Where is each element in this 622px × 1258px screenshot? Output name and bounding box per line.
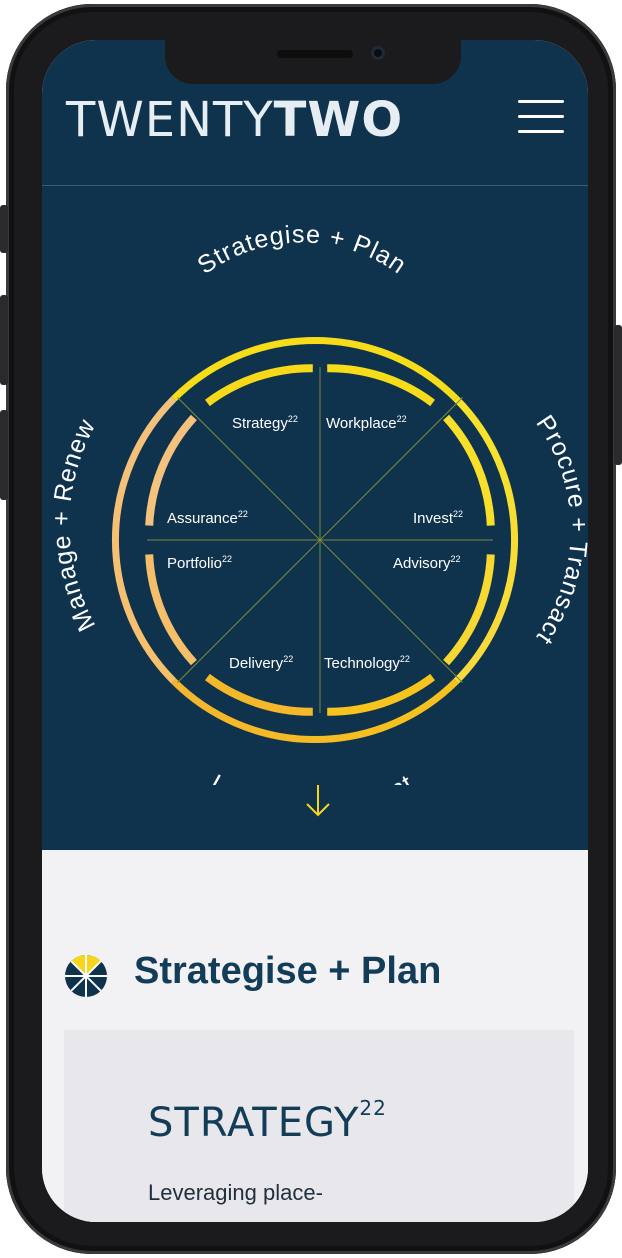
arrow-down-icon[interactable] <box>304 782 332 822</box>
label-procure-transact[interactable]: Procure + Transact <box>530 410 588 650</box>
inner-arc-delivery <box>204 673 313 716</box>
inner-arc-assurance <box>145 414 197 526</box>
side-button-volume-down <box>0 410 8 500</box>
side-button-mute <box>0 205 8 253</box>
segment-strategy[interactable]: Strategy22 <box>232 414 298 432</box>
inner-arc-advisory <box>443 554 495 666</box>
segment-portfolio[interactable]: Portfolio22 <box>167 554 232 572</box>
segment-assurance[interactable]: Assurance22 <box>167 509 248 527</box>
label-manage-renew[interactable]: Manage + Renew <box>47 414 101 636</box>
card-title: STRATEGY22 <box>148 1096 387 1146</box>
hero-section: TWENTYTWO <box>42 40 588 850</box>
inner-arc-workplace <box>327 364 436 407</box>
wheel-segment-icon <box>65 955 107 997</box>
service-card[interactable]: STRATEGY22 Leveraging place- <box>64 1030 574 1222</box>
hamburger-menu-icon[interactable] <box>518 100 566 136</box>
inner-arc-strategy <box>204 364 313 407</box>
card-title-superscript: 22 <box>359 1096 387 1120</box>
side-button-power <box>614 325 622 465</box>
inner-arc-invest <box>443 414 495 526</box>
content-panel: Strategise + Plan STRATEGY22 Leveraging … <box>42 850 588 1222</box>
screen: TWENTYTWO <box>42 40 588 1222</box>
label-strategise-plan[interactable]: Strategise + Plan <box>192 220 411 279</box>
segment-advisory[interactable]: Advisory22 <box>393 554 461 572</box>
segment-technology[interactable]: Technology22 <box>324 654 410 672</box>
outer-arc-bottom <box>171 678 459 743</box>
segment-invest[interactable]: Invest22 <box>413 509 463 527</box>
outer-arc-left <box>112 396 177 684</box>
service-wheel: Strategy22 Workplace22 Invest22 Advisory… <box>47 220 588 785</box>
logo-light-text: TWENTY <box>66 92 274 148</box>
segment-dividers <box>147 367 493 713</box>
inner-arc-portfolio <box>145 554 197 666</box>
section-title: Strategise + Plan <box>134 950 442 992</box>
outer-arc-right <box>453 396 518 684</box>
notch <box>165 40 461 84</box>
logo[interactable]: TWENTYTWO <box>66 92 403 148</box>
speaker-grille <box>277 50 353 58</box>
site-header: TWENTYTWO <box>42 40 588 186</box>
segment-delivery[interactable]: Delivery22 <box>229 654 293 672</box>
segment-workplace[interactable]: Workplace22 <box>326 414 407 432</box>
outer-arc-top <box>171 337 459 402</box>
side-button-volume-up <box>0 295 8 385</box>
inner-arc-technology <box>327 673 436 716</box>
card-text: Leveraging place- <box>148 1180 323 1205</box>
logo-bold-text: TWO <box>273 92 404 148</box>
front-camera <box>371 46 385 60</box>
